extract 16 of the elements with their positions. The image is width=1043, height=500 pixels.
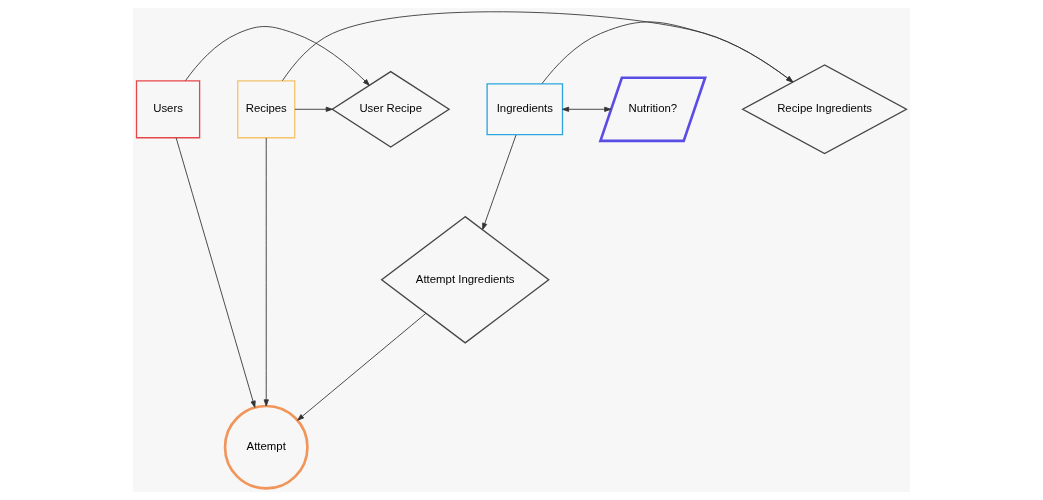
arrow <box>294 106 333 112</box>
arrow <box>263 137 269 407</box>
arrow <box>541 21 794 84</box>
node-diamond: Attempt Ingredients <box>380 215 550 344</box>
node-diamond: User Recipe <box>331 70 451 148</box>
arrow <box>185 26 370 86</box>
node-diamond: Recipe Ingredients <box>741 64 908 155</box>
node-box: Ingredients <box>486 83 564 136</box>
node-box: Users <box>135 80 201 139</box>
arrow <box>175 137 256 408</box>
node-circle: Attempt <box>223 404 309 490</box>
arrow <box>562 106 612 112</box>
node-box: Recipes <box>237 80 296 139</box>
arrow <box>482 134 517 230</box>
arrow <box>297 312 427 421</box>
arrow <box>282 11 794 83</box>
